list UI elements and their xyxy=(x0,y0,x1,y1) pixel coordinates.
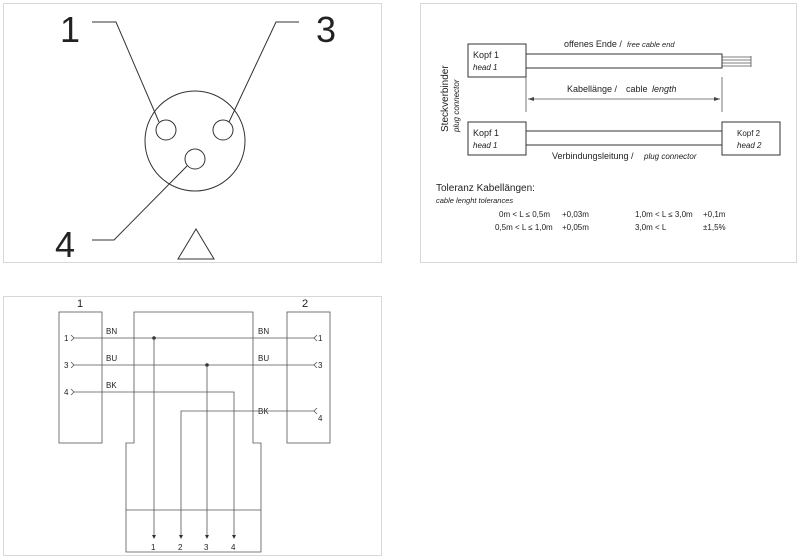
bottom-head1-en: head 1 xyxy=(473,141,497,150)
length-label-de: Kabellänge / xyxy=(567,84,618,94)
right-pin-3-label: 3 xyxy=(318,361,323,370)
top-cable xyxy=(525,53,723,69)
left-pin-1-label: 1 xyxy=(64,334,69,343)
right-color-bu: BU xyxy=(258,354,269,363)
top-head-de: Kopf 1 xyxy=(473,50,499,60)
right-pin-4-label: 4 xyxy=(318,414,323,423)
right-pin-1-label: 1 xyxy=(318,334,323,343)
pinout-drawing: 1 3 4 xyxy=(55,9,336,265)
tolerance-range-1: 0m < L ≤ 0,5m xyxy=(499,210,550,219)
right-pin-1-arrow xyxy=(313,334,318,342)
triangle-icon xyxy=(177,228,215,260)
free-cable-wires xyxy=(722,56,752,67)
pin-1-leader xyxy=(92,21,160,123)
tolerance-range-3: 1,0m < L ≤ 3,0m xyxy=(635,210,693,219)
left-color-bk: BK xyxy=(106,381,117,390)
length-arrow-right xyxy=(714,97,720,101)
tolerance-value-4: ±1,5% xyxy=(703,223,726,232)
tolerance-value-3: +0,1m xyxy=(703,210,726,219)
tolerance-value-1: +0,03m xyxy=(562,210,589,219)
bottom-pin-2-arrow xyxy=(179,535,183,539)
bottom-pin-1-label: 1 xyxy=(151,543,156,552)
pin-3-contact xyxy=(212,119,234,141)
right-pin-4-arrow xyxy=(313,407,318,415)
connector-pinout-panel: 1 3 4 xyxy=(3,3,382,265)
bottom-head2-box xyxy=(721,121,781,156)
pin-1-contact xyxy=(155,119,177,141)
wiring-drawing: 1 2 1 3 4 1 3 4 BN BU BK BN BU BK xyxy=(58,298,331,553)
pin-1-label: 1 xyxy=(60,9,80,50)
bottom-head2-de: Kopf 2 xyxy=(737,129,761,138)
left-pin-3-label: 3 xyxy=(64,361,69,370)
left-color-bu: BU xyxy=(106,354,117,363)
tolerance-range-4: 3,0m < L xyxy=(635,223,667,232)
tolerance-value-2: +0,05m xyxy=(562,223,589,232)
left-pin-1-arrow xyxy=(70,334,75,342)
pin-4-label: 4 xyxy=(55,224,75,265)
bottom-pin-3-arrow xyxy=(205,535,209,539)
connection-label-en: plug connector xyxy=(643,152,697,161)
vertical-label-de: Steckverbinder xyxy=(440,65,451,132)
bottom-pin-2-label: 2 xyxy=(178,543,183,552)
connector-outline xyxy=(144,90,246,192)
length-label-en: cable xyxy=(626,84,648,94)
right-connector-box xyxy=(286,311,331,444)
tolerance-subtitle: cable lenght tolerances xyxy=(436,196,513,205)
bottom-head1-box xyxy=(467,121,527,156)
left-pin-4-label: 4 xyxy=(64,388,69,397)
top-head-box xyxy=(467,43,527,78)
left-pin-4-arrow xyxy=(70,388,75,396)
vertical-label-en: plug connector xyxy=(452,79,461,133)
left-connector-box xyxy=(58,311,103,444)
bottom-head1-de: Kopf 1 xyxy=(473,128,499,138)
right-pin-3-arrow xyxy=(313,361,318,369)
length-arrow-left xyxy=(528,97,534,101)
pin-4-contact xyxy=(184,148,206,170)
wiring-diagram-panel: 1 2 1 3 4 1 3 4 BN BU BK BN BU BK xyxy=(3,296,382,556)
connection-label-de: Verbindungsleitung / xyxy=(552,151,634,161)
right-color-bk: BK xyxy=(258,407,269,416)
open-end-label-de: offenes Ende / xyxy=(564,39,622,49)
length-label-en-italic: length xyxy=(652,84,677,94)
left-connector-header: 1 xyxy=(77,298,83,310)
left-color-bn: BN xyxy=(106,327,117,336)
bottom-pin-4-arrow xyxy=(232,535,236,539)
left-pin-3-arrow xyxy=(70,361,75,369)
open-end-label-en: free cable end xyxy=(627,40,675,49)
tolerance-title: Toleranz Kabellängen: xyxy=(436,183,535,194)
pin-3-leader xyxy=(228,21,299,123)
bottom-pin-4-label: 4 xyxy=(231,543,236,552)
top-head-en: head 1 xyxy=(473,63,497,72)
wire-bk-left xyxy=(74,391,235,537)
pin-3-label: 3 xyxy=(316,9,336,50)
bottom-pin-1-arrow xyxy=(152,535,156,539)
right-color-bn: BN xyxy=(258,327,269,336)
cable-dimensions-panel: Steckverbinder plug connector Kopf 1 hea… xyxy=(420,3,797,263)
tolerance-range-2: 0,5m < L ≤ 1,0m xyxy=(495,223,553,232)
adapter-body-outline xyxy=(125,311,262,553)
bottom-pin-3-label: 3 xyxy=(204,543,209,552)
pin-4-leader xyxy=(92,165,188,241)
wire-bk-right xyxy=(180,410,314,537)
right-connector-header: 2 xyxy=(302,298,308,310)
bottom-head2-en: head 2 xyxy=(737,141,762,150)
cable-drawing: Steckverbinder plug connector Kopf 1 hea… xyxy=(436,39,781,232)
bottom-cable xyxy=(525,130,723,146)
